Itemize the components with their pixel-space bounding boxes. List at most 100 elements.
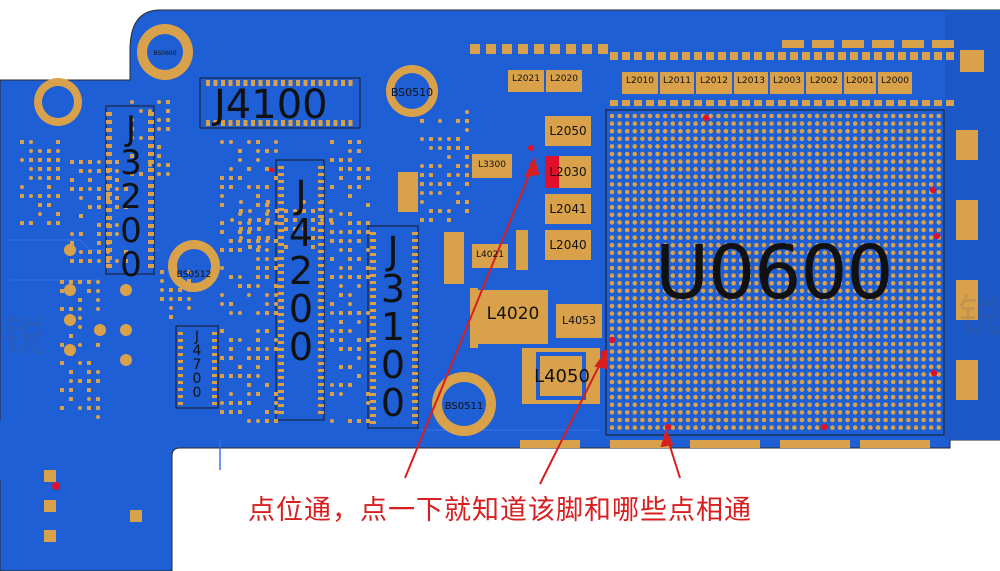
l2011-pad <box>660 72 694 94</box>
via <box>97 223 101 227</box>
bga-ball <box>662 189 668 195</box>
via <box>38 212 42 216</box>
bga-ball <box>860 189 866 195</box>
bga-ball <box>632 356 638 362</box>
bga-ball <box>776 326 782 332</box>
via <box>124 259 128 263</box>
bga-ball <box>852 356 858 362</box>
via <box>330 158 334 162</box>
via <box>70 187 74 191</box>
bga-ball <box>928 410 934 415</box>
bga-ball <box>678 425 683 430</box>
via <box>229 185 233 189</box>
via <box>229 392 233 396</box>
bga-ball <box>936 402 942 408</box>
bga-ball <box>700 379 706 385</box>
bga-ball <box>814 182 820 187</box>
via <box>357 320 361 324</box>
smd-pad <box>598 44 608 54</box>
bga-ball <box>769 379 774 385</box>
via <box>247 392 251 396</box>
connector-pin <box>106 208 112 212</box>
connector-pin <box>370 386 376 389</box>
bga-ball <box>921 220 926 225</box>
bga-ball <box>792 425 797 430</box>
via <box>266 236 270 240</box>
bga-ball <box>693 387 698 392</box>
bga-ball <box>837 204 843 210</box>
bga-ball <box>723 296 729 301</box>
bga-ball <box>693 402 698 408</box>
bga-ball <box>624 166 630 172</box>
bga-ball <box>822 318 828 324</box>
bga-ball <box>662 204 668 210</box>
bga-ball <box>868 387 873 392</box>
bga-ball <box>670 250 676 256</box>
via <box>265 419 269 423</box>
smd-pad <box>634 52 642 60</box>
bga-ball <box>852 113 858 119</box>
l2012-pad <box>696 72 732 94</box>
connector-pin <box>278 215 284 218</box>
bga-ball <box>898 296 904 301</box>
bga-ball <box>906 311 911 316</box>
via <box>20 158 24 162</box>
bga-ball <box>662 235 668 240</box>
bga-ball <box>640 326 645 332</box>
j4100-label: J4100 <box>214 82 328 128</box>
via <box>339 239 343 243</box>
bga-ball <box>928 341 934 347</box>
bga-ball <box>928 379 934 385</box>
connector-pin <box>412 316 418 319</box>
bga-ball <box>913 387 919 392</box>
bga-ball <box>898 204 904 210</box>
bga-ball <box>685 402 691 408</box>
connector-pin <box>278 341 284 344</box>
bga-ball <box>845 174 850 180</box>
connector-pin <box>370 316 376 319</box>
via <box>247 140 251 144</box>
bga-ball <box>662 144 668 149</box>
j3100-label: J 3 1 0 0 <box>380 229 406 425</box>
bga-ball <box>868 394 873 400</box>
bga-ball <box>700 425 706 430</box>
bga-ball <box>776 265 782 271</box>
l4050-center <box>540 356 582 396</box>
bga-ball <box>769 166 774 172</box>
via <box>348 248 352 252</box>
bga-ball <box>731 379 736 385</box>
bga-ball <box>837 159 843 164</box>
bga-ball <box>738 144 744 149</box>
bga-ball <box>632 227 638 233</box>
bga-ball <box>822 189 828 195</box>
bga-ball <box>845 356 850 362</box>
mount-hole-left <box>34 78 82 126</box>
bga-ball <box>792 227 797 233</box>
bga-ball <box>685 387 691 392</box>
bga-ball <box>716 372 721 377</box>
bga-ball <box>913 425 919 430</box>
bga-ball <box>875 326 881 332</box>
via <box>339 392 343 396</box>
bga-ball <box>632 128 638 134</box>
bga-ball <box>700 326 706 332</box>
bga-ball <box>662 318 668 324</box>
connector-pin <box>278 222 284 225</box>
bga-ball <box>738 136 744 142</box>
bga-ball <box>936 288 942 294</box>
bga-ball <box>830 326 835 332</box>
via <box>348 275 352 279</box>
via <box>420 182 424 186</box>
bga-ball <box>617 265 622 271</box>
bga-ball <box>754 250 759 256</box>
bga-ball <box>799 250 805 256</box>
via <box>256 419 260 423</box>
bga-ball <box>624 402 630 408</box>
via <box>438 146 442 150</box>
bga-ball <box>624 113 630 119</box>
via <box>274 347 278 351</box>
smd-pad <box>802 100 810 106</box>
bga-ball <box>906 113 911 119</box>
connector-pin <box>251 120 255 126</box>
bga-ball <box>693 311 698 316</box>
